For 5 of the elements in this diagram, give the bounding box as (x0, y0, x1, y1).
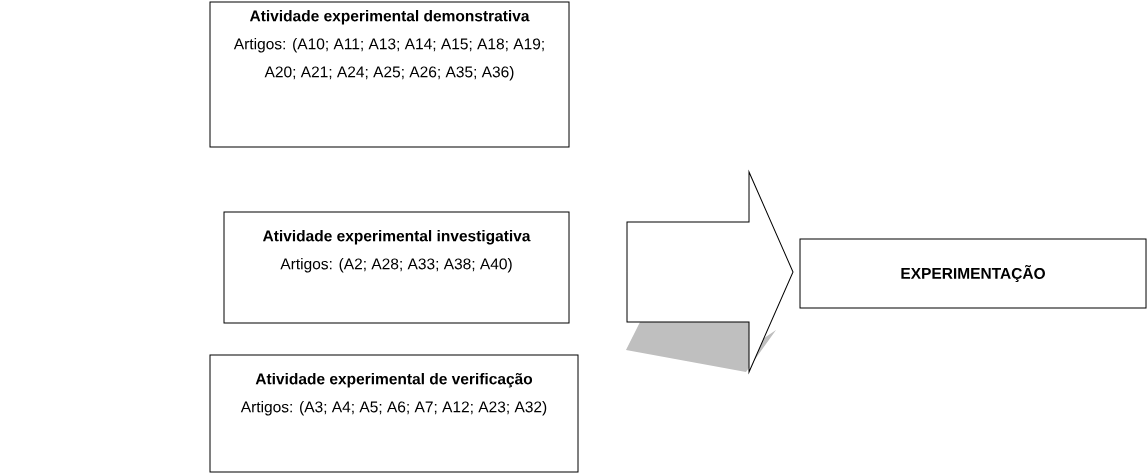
category-box: Atividade experimental investigativa Artigos: (A2; A28; A33; A38; A40) (223, 211, 570, 324)
category-box: Atividade experimental demonstrativa Artigos: (A10; A11; A13; A14; A15; A18; A19; A20; A21; A24; A25; A26; A35; A36) (209, 1, 570, 148)
category-box: Atividade experimental de verificação Artigos: (A3; A4; A5; A6; A7; A12; A23; A32) (209, 354, 579, 473)
block-arrow (626, 171, 794, 373)
title-box: EXPERIMENTAÇÃO (799, 238, 1147, 309)
